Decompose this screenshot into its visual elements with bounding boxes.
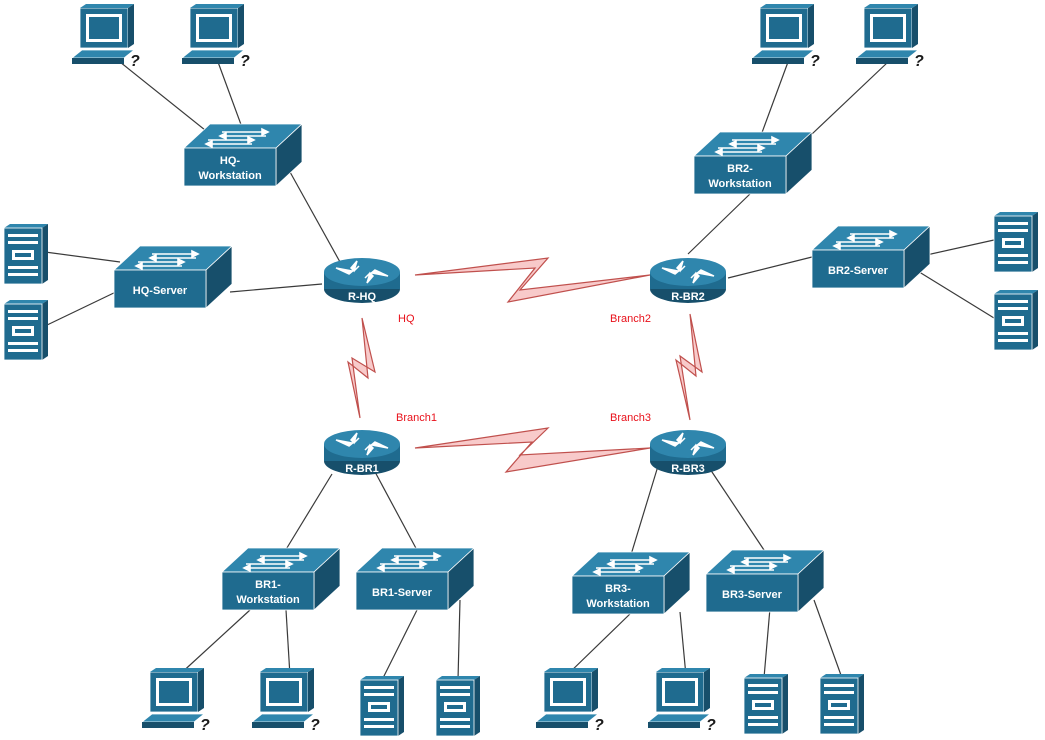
serial-link-hq-br2: [414, 257, 651, 303]
link-br1-ws-pc2: [285, 609, 291, 677]
switch-label-line1: BR2-Server: [828, 265, 889, 277]
switch-br3-workstation[interactable]: BR3- Workstation: [571, 551, 691, 615]
switch-label-line2: Workstation: [236, 594, 300, 606]
server-icon[interactable]: [819, 673, 865, 735]
switch-label-line2: Workstation: [708, 178, 772, 190]
switch-label-line1: BR1-Server: [372, 587, 433, 599]
router-label: R-BR3: [671, 463, 705, 475]
link-hq-srv-server1: [44, 251, 121, 263]
switch-label-line1: HQ-Server: [133, 285, 188, 297]
serial-link-br2-br3: [675, 313, 703, 421]
switch-br2-workstation[interactable]: BR2- Workstation: [693, 131, 813, 195]
link-br1-srv-router: [373, 469, 419, 553]
switch-icon: [705, 549, 825, 613]
serial-link-br1-br3: [414, 427, 651, 473]
site-label-branch2: Branch2: [610, 313, 651, 325]
workstation-icon[interactable]: [647, 667, 717, 735]
link-hq-ws-pc1: [119, 61, 206, 131]
server-icon[interactable]: [435, 675, 481, 737]
site-label-hq: HQ: [398, 313, 415, 325]
router-r-hq[interactable]: R-HQ: [323, 257, 401, 304]
link-br3-ws-pc2: [679, 611, 687, 677]
switch-br3-server[interactable]: BR3-Server: [705, 549, 825, 613]
link-hq-srv-router: [229, 283, 323, 293]
link-br3-ws-pc1: [565, 611, 633, 677]
link-br2-srv-server1: [921, 239, 995, 257]
switch-icon: [811, 225, 931, 289]
router-r-br1[interactable]: R-BR1: [323, 429, 401, 476]
switch-icon: [355, 547, 475, 611]
switch-label-line1: BR1-: [255, 579, 281, 591]
router-r-br3[interactable]: R-BR3: [649, 429, 727, 476]
link-br1-srv-server1: [381, 603, 421, 681]
workstation-icon[interactable]: [141, 667, 211, 735]
server-icon[interactable]: [993, 289, 1039, 351]
link-br3-srv-router: [707, 465, 769, 557]
switch-label-line1: BR3-: [605, 583, 631, 595]
link-br1-ws-router: [281, 473, 333, 557]
workstation-icon[interactable]: [71, 3, 141, 71]
serial-links: [347, 257, 703, 473]
server-icon[interactable]: [743, 673, 789, 735]
server-icon[interactable]: [3, 299, 49, 361]
link-br2-srv-server2: [915, 269, 995, 319]
link-br1-ws-pc1: [177, 609, 251, 677]
link-br2-srv-router: [727, 255, 817, 279]
link-br3-ws-router: [629, 465, 659, 559]
switch-br1-server[interactable]: BR1-Server: [355, 547, 475, 611]
workstation-icon[interactable]: [855, 3, 925, 71]
site-label-branch1: Branch1: [396, 412, 437, 424]
switch-hq-server[interactable]: HQ-Server: [113, 245, 233, 309]
switch-br2-server[interactable]: BR2-Server: [811, 225, 931, 289]
server-icon[interactable]: [3, 223, 49, 285]
link-hq-srv-server2: [44, 289, 121, 327]
ethernet-links: [44, 61, 995, 681]
server-icon[interactable]: [359, 675, 405, 737]
server-icon[interactable]: [993, 211, 1039, 273]
switch-label-line2: Workstation: [586, 598, 650, 610]
switch-hq-workstation[interactable]: HQ- Workstation: [183, 123, 303, 187]
switch-label-line1: BR2-: [727, 163, 753, 175]
switch-icon: [113, 245, 233, 309]
switch-label-line2: Workstation: [198, 170, 262, 182]
router-label: R-HQ: [348, 291, 377, 303]
link-br2-ws-router: [687, 191, 753, 255]
switch-br1-workstation[interactable]: BR1- Workstation: [221, 547, 341, 611]
switch-label-line1: HQ-: [220, 155, 241, 167]
site-label-branch3: Branch3: [610, 412, 651, 424]
link-br2-ws-pc2: [811, 61, 889, 135]
serial-link-hq-br1: [347, 317, 376, 419]
link-hq-ws-router: [289, 171, 341, 263]
link-hq-ws-pc2: [217, 61, 244, 131]
workstation-icon[interactable]: [251, 667, 321, 735]
link-br3-srv-server2: [813, 599, 843, 679]
workstation-icon[interactable]: [751, 3, 821, 71]
link-br3-srv-server1: [763, 607, 771, 679]
link-br2-ws-pc1: [759, 61, 789, 139]
workstation-icon[interactable]: [181, 3, 251, 71]
router-label: R-BR1: [345, 463, 379, 475]
router-r-br2[interactable]: R-BR2: [649, 257, 727, 304]
switch-label-line1: BR3-Server: [722, 589, 783, 601]
link-br1-srv-server2: [457, 599, 461, 681]
workstation-icon[interactable]: [535, 667, 605, 735]
router-label: R-BR2: [671, 291, 705, 303]
